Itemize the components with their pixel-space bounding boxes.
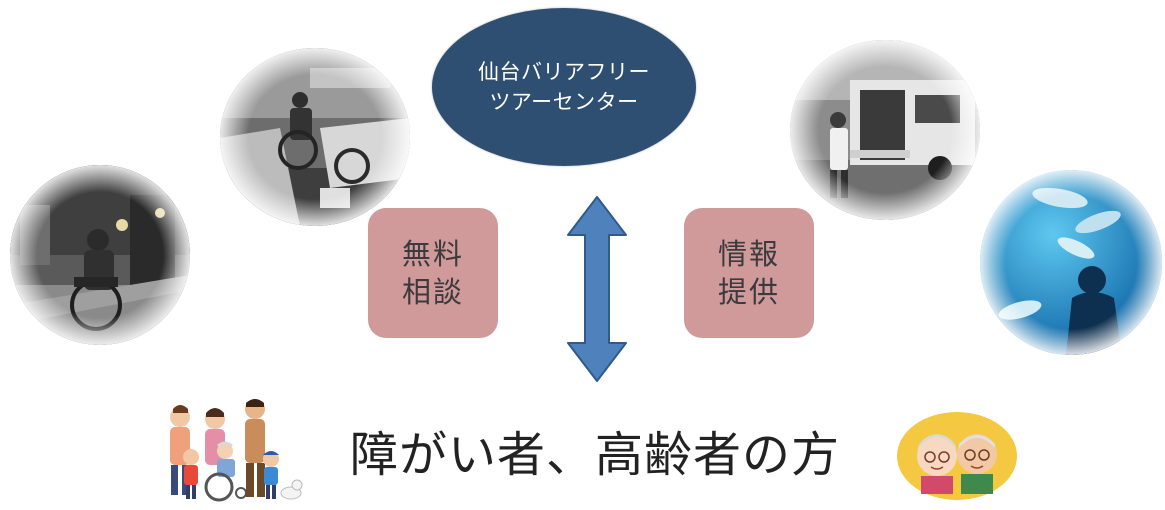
information-provision-label-line1: 情報 [717,237,780,271]
free-consultation-label-line2: 相談 [401,275,464,309]
center-title-line1: 仙台バリアフリー [478,60,650,84]
information-provision-label-line2: 提供 [717,275,780,309]
center-ellipse: 仙台バリアフリー ツアーセンター [432,8,696,166]
family-wheelchair-illustration [155,395,305,505]
wheelchair-lobby-photo [10,165,190,345]
target-audience-caption: 障がい者、高齢者の方 [350,427,841,483]
wheelchair-room-photo [220,48,410,226]
center-title-line2: ツアーセンター [489,90,639,114]
double-arrow-icon [567,196,627,382]
elderly-couple-illustration [895,410,1020,502]
accessible-van-photo [790,40,980,220]
aquarium-photo [980,170,1162,355]
free-consultation-label-line1: 無料 [401,237,464,271]
information-provision-box: 情報 提供 [684,208,814,338]
free-consultation-box: 無料 相談 [368,208,498,338]
